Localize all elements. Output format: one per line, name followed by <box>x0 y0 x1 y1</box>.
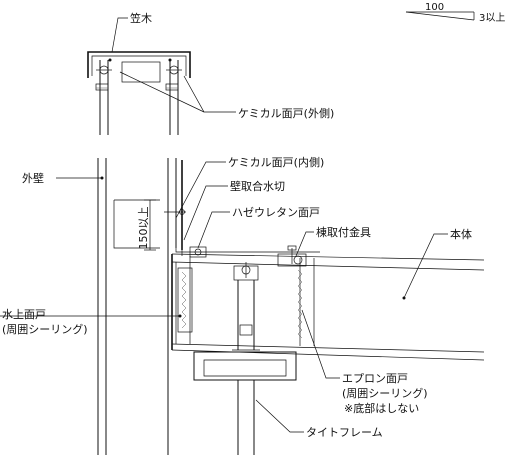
ridge-side-foam <box>177 267 193 333</box>
tight-frame <box>193 351 297 455</box>
outer-wall <box>97 158 320 455</box>
label-mizukami-1: 水上面戸 <box>2 308 46 321</box>
label-haze-urethane: ハゼウレタン面戸 <box>232 206 320 219</box>
center-connector <box>232 262 260 351</box>
apron-foam <box>297 269 303 339</box>
haze-urethane-foam <box>189 246 207 258</box>
label-mizukami-2: (周囲シーリング) <box>2 322 88 336</box>
height-dimension: 150以上 <box>113 199 160 251</box>
roof-body <box>171 253 485 361</box>
label-munetori: 棟取付金具 <box>316 225 371 239</box>
leader-lines <box>0 17 448 433</box>
slope-indicator: 100 3以上 <box>405 2 505 24</box>
label-chemical-inner: ケミカル面戸(内側) <box>228 155 324 169</box>
label-apron-2: (周囲シーリング) <box>342 386 428 400</box>
label-kabetori: 壁取合水切 <box>230 179 285 193</box>
label-gaiheki: 外壁 <box>22 171 44 185</box>
label-hontai: 本体 <box>450 227 472 241</box>
label-tight-frame: タイトフレーム <box>306 426 383 439</box>
label-apron-3: ※底部はしない <box>344 401 419 415</box>
label-chemical-outer: ケミカル面戸(外側) <box>238 107 334 120</box>
label-apron-1: エプロン面戸 <box>342 372 408 385</box>
ridge-bracket <box>277 245 307 267</box>
parapet-coping <box>87 51 191 135</box>
slope-run-label: 100 <box>425 2 444 13</box>
label-kasagi: 笠木 <box>130 11 152 25</box>
dim-150-label: 150以上 <box>137 207 150 250</box>
slope-rise-label: 3以上 <box>479 12 505 24</box>
